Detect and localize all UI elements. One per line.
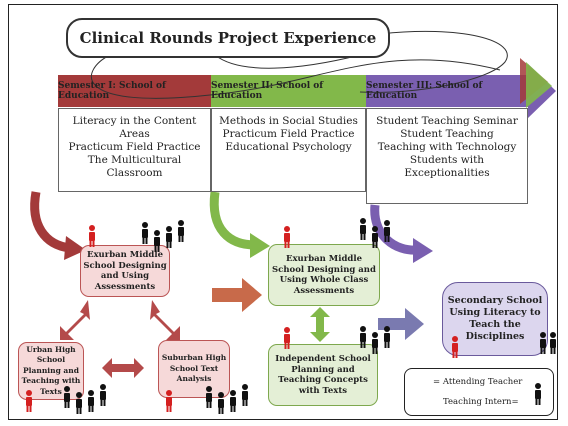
intern-icon xyxy=(384,326,390,348)
legend-intern-label: Teaching Intern= xyxy=(443,397,519,407)
intern-icon xyxy=(360,326,366,348)
curve-arrow-sem2-head xyxy=(250,233,270,258)
title-loop-line xyxy=(90,54,501,99)
curve-arrow-sem1-head xyxy=(64,236,86,260)
course-item: Practicum Field Practice xyxy=(222,128,355,140)
curve-arrow-sem1 xyxy=(30,191,71,253)
node-suburban-high-school: Suburban High School Text Analysis xyxy=(158,340,230,398)
course-item: Practicum Field Practice xyxy=(68,141,201,153)
intern-icon xyxy=(154,230,160,252)
title-loop-line-2 xyxy=(359,30,508,93)
title-loop-line-3 xyxy=(214,54,361,69)
attending-teacher-icon xyxy=(284,226,290,248)
semester-2-arrow xyxy=(211,75,388,107)
node-exurban-whole-class: Exurban Middle School Designing and Usin… xyxy=(268,244,380,306)
intern-icon xyxy=(230,390,236,412)
intern-icon xyxy=(218,392,224,414)
semester-2-header: Semester II: School of Education xyxy=(211,81,324,101)
intern-icon xyxy=(166,226,172,248)
semester-1-arrow xyxy=(58,75,235,107)
arrow-diag-right xyxy=(150,300,180,340)
intern-icon xyxy=(550,332,556,354)
course-item: The Multicultural Classroom xyxy=(87,154,182,179)
legend-intern-icon xyxy=(535,383,541,405)
curve-arrow-sem3 xyxy=(370,204,419,255)
curve-arrow-sem2 xyxy=(209,191,256,250)
course-item: Methods in Social Studies xyxy=(219,115,358,127)
arrow-urban-suburban xyxy=(102,358,144,378)
course-item: Student Teaching Seminar xyxy=(376,115,518,127)
arrow-diag-left xyxy=(60,300,90,340)
arrow-pink-to-green xyxy=(212,278,262,312)
semester-1-courses: Literacy in the Content Areas Practicum … xyxy=(58,108,211,192)
semester-3-arrow xyxy=(366,64,556,118)
semester-3-header: Semester III: School of Education xyxy=(366,81,483,101)
course-item: Exceptionalities xyxy=(404,167,490,179)
intern-icon xyxy=(384,220,390,242)
legend-box: = Attending Teacher Teaching Intern= xyxy=(404,368,554,416)
intern-icon xyxy=(142,222,148,244)
intern-icon xyxy=(206,386,212,408)
course-item: Student Teaching xyxy=(400,128,494,140)
legend-attending-label: = Attending Teacher xyxy=(433,377,523,387)
semester-2-courses: Methods in Social Studies Practicum Fiel… xyxy=(211,108,366,192)
intern-icon xyxy=(64,386,70,408)
attending-teacher-icon xyxy=(284,327,290,349)
intern-icon xyxy=(360,218,366,240)
course-item: Teaching with Technology xyxy=(377,141,517,153)
attending-teacher-icon xyxy=(452,336,458,358)
attending-teacher-icon xyxy=(26,390,32,412)
node-independent-school: Independent School Planning and Teaching… xyxy=(268,344,378,406)
course-item: Literacy in the Content Areas xyxy=(72,115,197,140)
intern-icon xyxy=(372,226,378,248)
intern-icon xyxy=(540,332,546,354)
semester-3-courses: Student Teaching Seminar Student Teachin… xyxy=(366,108,528,204)
curve-arrow-sem3-head xyxy=(413,238,433,263)
node-urban-high-school: Urban High School Planning and Teaching … xyxy=(18,342,84,400)
intern-icon xyxy=(88,390,94,412)
intern-icon xyxy=(178,220,184,242)
semester-3-arrow-mid xyxy=(526,62,552,108)
node-secondary-school: Secondary School Using Literacy to Teach… xyxy=(442,282,548,356)
semester-1-header: Semester I: School of Education xyxy=(58,81,166,101)
intern-icon xyxy=(242,384,248,406)
arrow-green-vertical xyxy=(310,307,330,342)
diagram-title: Clinical Rounds Project Experience xyxy=(66,18,390,58)
intern-icon xyxy=(76,392,82,414)
arrow-green-to-purple xyxy=(378,308,424,340)
intern-icon xyxy=(100,384,106,406)
attending-teacher-icon xyxy=(89,225,95,247)
attending-teacher-icon xyxy=(166,390,172,412)
course-item: Students with xyxy=(409,154,485,166)
intern-icon xyxy=(372,332,378,354)
node-exurban-assessments: Exurban Middle School Designing and Usin… xyxy=(80,245,170,297)
course-item: Educational Psychology xyxy=(225,141,352,153)
